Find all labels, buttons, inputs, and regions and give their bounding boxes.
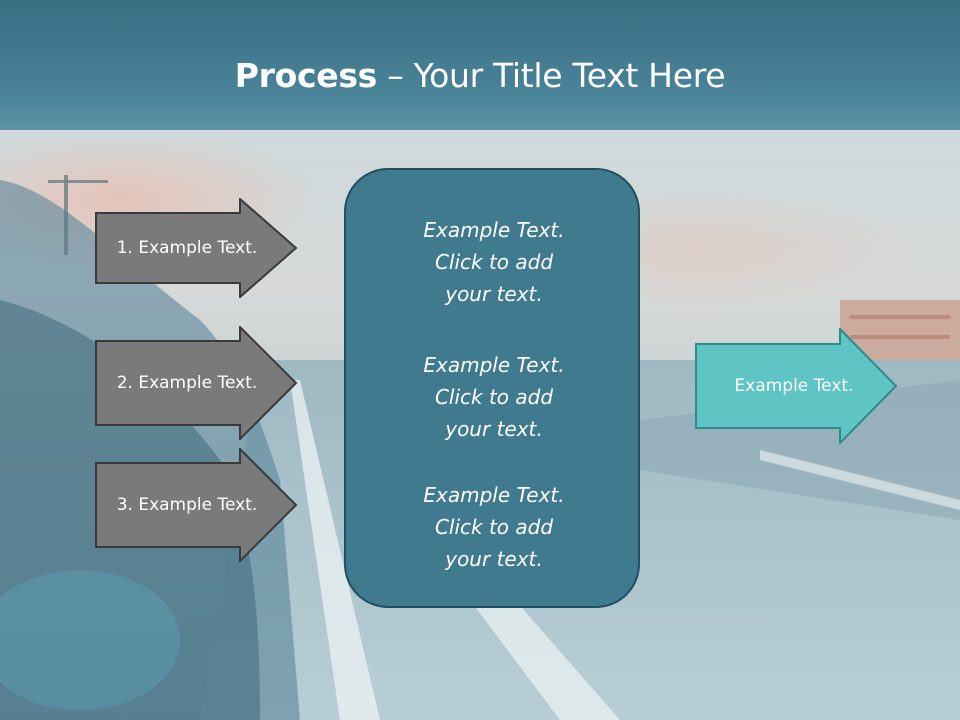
center-line: your text. [445,282,543,306]
step-arrow-3[interactable]: 3. Example Text. [95,448,299,562]
right-arrow-icon [95,448,298,562]
center-line: your text. [445,417,543,441]
center-text-box[interactable]: Example Text. Click to add your text. Ex… [344,168,640,608]
center-line: Click to add [434,385,554,409]
output-label: Example Text. [734,376,854,396]
step-arrow-1[interactable]: 1. Example Text. [95,198,299,298]
center-block-3: Example Text. Click to add your text. [346,479,642,575]
right-arrow-icon [95,198,298,298]
center-block-2: Example Text. Click to add your text. [346,349,642,445]
center-line: Example Text. [423,353,565,377]
center-line: Example Text. [423,218,565,242]
step-label: 3. Example Text. [116,495,258,515]
center-block-1: Example Text. Click to add your text. [346,214,642,310]
center-line: Click to add [434,515,554,539]
center-line: Click to add [434,250,554,274]
center-line: Example Text. [423,483,565,507]
right-arrow-icon [695,328,898,444]
step-label: 2. Example Text. [116,373,258,393]
title-rest: – Your Title Text Here [377,56,726,95]
right-arrow-icon [95,326,298,440]
center-line: your text. [445,547,543,571]
step-label: 1. Example Text. [116,238,258,258]
slide-title: Process – Your Title Text Here [0,48,960,104]
step-arrow-2[interactable]: 2. Example Text. [95,326,299,440]
output-arrow[interactable]: Example Text. [695,328,899,444]
title-bold: Process [234,56,378,95]
